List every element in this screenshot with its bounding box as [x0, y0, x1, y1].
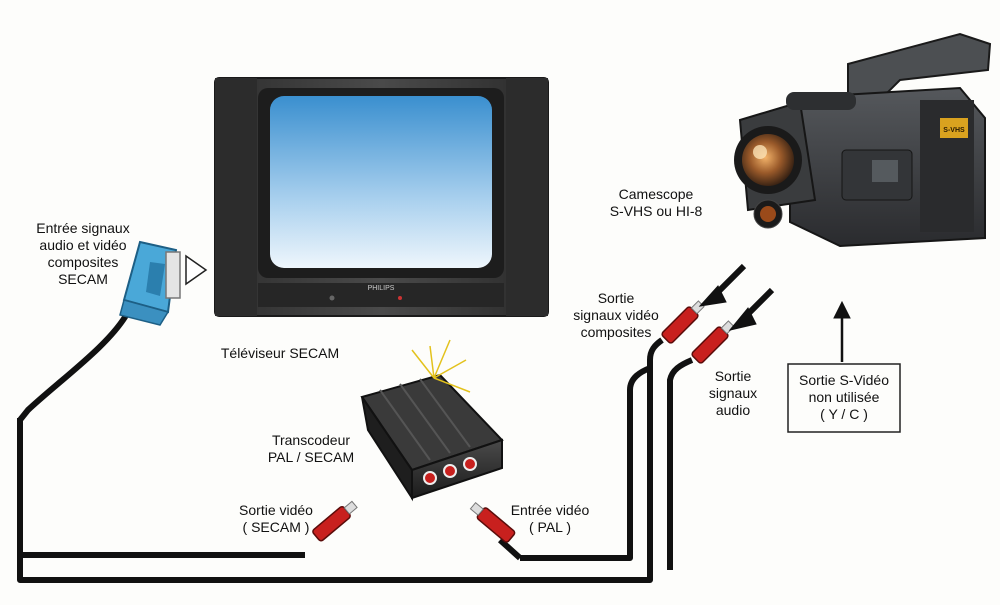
label-scart-input-line-4: SECAM — [58, 271, 108, 287]
power-light-icon — [411, 339, 471, 393]
svideo-box — [787, 363, 901, 433]
label-composite-video-out: Sortie signaux vidéo composites — [573, 290, 659, 340]
label-camcorder-line-1: Camescope — [618, 186, 694, 202]
cable-composite-loop — [17, 337, 664, 583]
label-video-out-secam: Sortie vidéo ( SECAM ) — [239, 502, 313, 535]
label-scart-input-line-2: audio et vidéo — [39, 237, 127, 253]
scart-plug — [119, 240, 208, 326]
cable-scart-to-secam-out — [17, 310, 305, 558]
transcoder-jack-3 — [463, 457, 477, 471]
label-scart-input: Entrée signaux audio et vidéo composites… — [24, 220, 142, 288]
label-camcorder: Camescope S-VHS ou HI-8 — [606, 186, 706, 220]
rca-plug-audio — [691, 320, 735, 364]
arrow-composite-icon — [698, 263, 747, 307]
label-television: Téléviseur SECAM — [220, 345, 340, 361]
camcorder-badge — [940, 118, 968, 138]
scart-arrow-icon — [185, 254, 208, 286]
label-scart-input-line-1: Entrée signaux — [36, 220, 130, 236]
label-svideo-out: Sortie S-Vidéo non utilisée ( Y / C ) — [798, 372, 889, 422]
rca-plug-secam-out — [312, 500, 358, 542]
cable-audio — [667, 357, 694, 570]
label-video-in-pal: Entrée vidéo ( PAL ) — [510, 502, 590, 535]
camcorder: S-VHS — [734, 32, 992, 248]
arrow-svideo-icon — [833, 300, 851, 362]
rca-plug-pal-in — [469, 501, 516, 543]
tv-brand: PHILIPS — [368, 285, 395, 292]
label-transcoder: Transcodeur PAL / SECAM — [267, 432, 355, 465]
rca-plug-composite — [661, 300, 705, 344]
tv-screen — [270, 96, 492, 268]
svg-text:S-VHS: S-VHS — [943, 127, 965, 134]
transcoder-box — [360, 373, 504, 502]
label-camcorder-line-2: S-VHS ou HI-8 — [609, 203, 703, 219]
label-scart-input-line-3: composites — [47, 254, 119, 270]
arrow-audio-icon — [728, 287, 775, 331]
television: PHILIPS — [214, 77, 549, 317]
transcoder-jack-1 — [423, 471, 437, 485]
cable-pal-in — [497, 365, 652, 561]
label-audio-out: Sortie signaux audio — [708, 368, 758, 418]
transcoder-jack-2 — [443, 464, 457, 478]
